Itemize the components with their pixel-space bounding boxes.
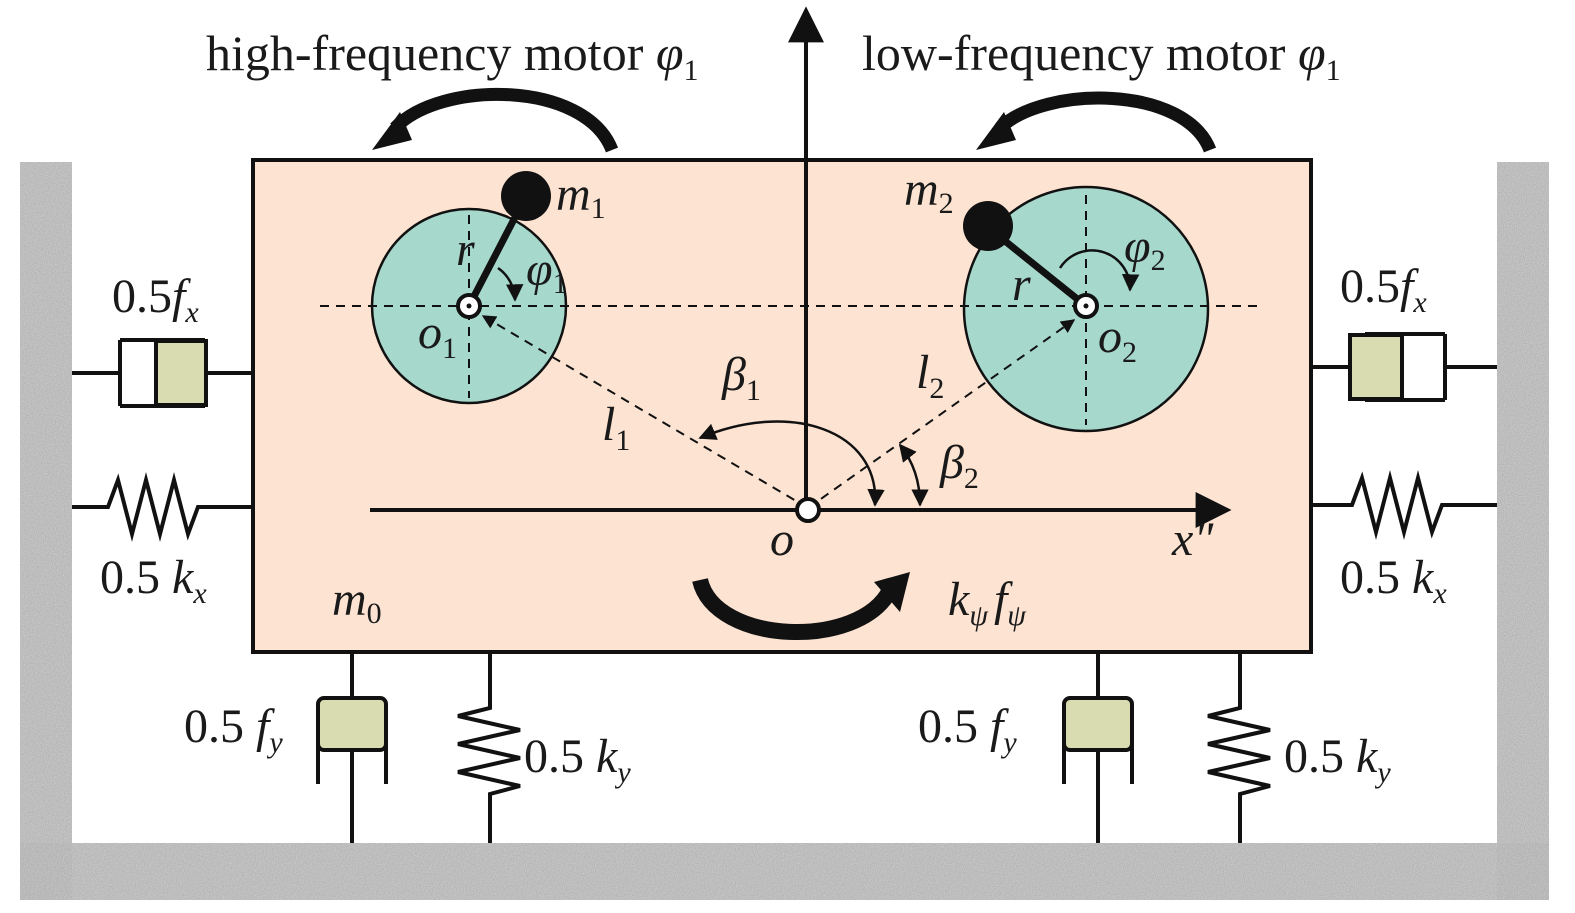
label-o: o: [770, 513, 794, 566]
label-phi1: φ1: [526, 243, 568, 300]
origin-o: [795, 497, 821, 523]
label-m1: m1: [556, 168, 606, 225]
label-m0: m0: [332, 573, 382, 630]
label-right-spring-y: 0.5 ky: [1284, 730, 1391, 789]
label-m2: m2: [904, 163, 954, 220]
title-left: high-frequency motor φ1: [206, 25, 699, 87]
label-o2: o2: [1098, 310, 1137, 369]
left-spring-x: [72, 472, 253, 542]
phi1-arc: [497, 266, 524, 302]
left-spring-y: [457, 652, 521, 843]
label-left-spring-x: 0.5 kx: [100, 551, 207, 610]
mass-m2: [963, 201, 1013, 251]
phi2-arc: [1058, 249, 1140, 292]
torsion-arrow: [692, 577, 898, 641]
mass-m1: [501, 171, 551, 221]
right-damper-x: [1311, 332, 1497, 402]
ground: [20, 162, 1549, 900]
title-right: low-frequency motor φ1: [862, 25, 1341, 87]
motor-right-arrow: [995, 91, 1217, 153]
beta1-arc: [698, 420, 885, 507]
left-damper-y: [316, 652, 388, 843]
label-r-left: r: [456, 223, 475, 276]
label-r-right: r: [1012, 258, 1031, 311]
label-x-axis: x": [1171, 513, 1214, 566]
right-spring-y: [1207, 652, 1271, 843]
label-right-damper-x: 0.5fx: [1340, 260, 1427, 319]
label-l2: l2: [916, 346, 944, 405]
label-right-spring-x: 0.5 kx: [1340, 551, 1447, 610]
motor-left-arrow: [390, 87, 619, 153]
label-left-spring-y: 0.5 ky: [524, 730, 631, 789]
left-damper-x: [72, 338, 253, 408]
label-beta2: β2: [939, 436, 979, 495]
label-right-damper-y: 0.5 fy: [918, 700, 1017, 759]
label-l1: l1: [602, 398, 630, 457]
label-left-damper-x: 0.5fx: [112, 270, 199, 329]
label-o1: o1: [418, 306, 457, 365]
right-spring-x: [1311, 470, 1497, 540]
label-left-damper-y: 0.5 fy: [184, 700, 283, 759]
beta2-arc: [898, 443, 929, 507]
label-phi2: φ2: [1124, 220, 1166, 277]
right-damper-y: [1062, 652, 1134, 843]
label-beta1: β1: [721, 348, 761, 407]
